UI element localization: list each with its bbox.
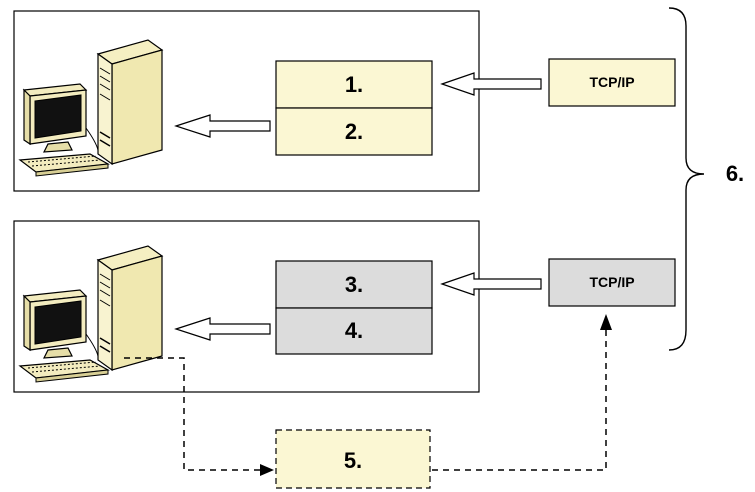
block-2-label: 2. [345, 119, 363, 144]
block-1-label: 1. [345, 72, 363, 97]
tcpip-label-top: TCP/IP [589, 74, 634, 90]
block-2 [275, 107, 433, 156]
block-5 [275, 429, 431, 489]
arrow-tcpip-to-block-3 [440, 272, 542, 296]
arrow-block-2-to-computer-top [174, 114, 271, 138]
block-3-label: 3. [345, 272, 363, 297]
dashed-arrowhead-to-tcpip-bottom [600, 314, 612, 330]
block-3 [275, 260, 433, 309]
dashed-connector-block-5-to-tcpip [432, 330, 607, 471]
tcpip-box-bottom [548, 258, 676, 307]
arrow-block-4-to-computer-bottom [174, 317, 271, 341]
dashed-arrowhead-to-block-5 [260, 464, 274, 476]
block-4-label: 4. [345, 318, 363, 343]
brace-label: 6. [726, 161, 744, 186]
curly-brace [668, 7, 705, 351]
tcpip-box-top [548, 58, 676, 107]
block-5-label: 5. [344, 448, 362, 473]
tcpip-label-bottom: TCP/IP [589, 274, 634, 290]
block-1 [275, 60, 433, 109]
block-4 [275, 307, 433, 355]
dashed-connector-computer-to-block-5 [124, 357, 262, 471]
arrow-tcpip-to-block-1 [440, 72, 542, 96]
